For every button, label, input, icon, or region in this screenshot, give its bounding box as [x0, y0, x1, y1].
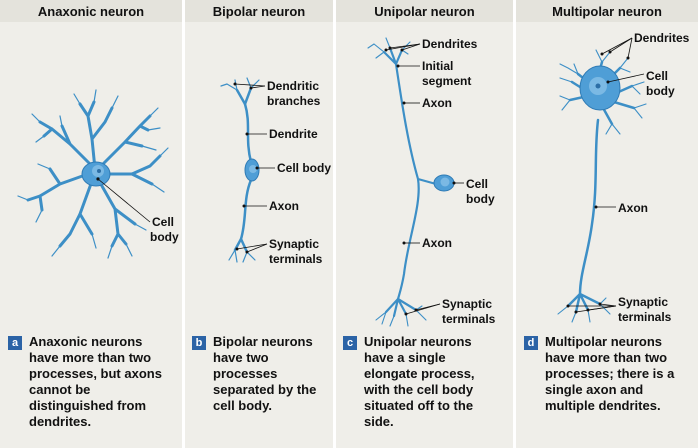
unipolar-processes: [382, 46, 438, 318]
panel-bipolar: Bipolar neuron: [185, 0, 333, 448]
axon-label: Axon: [269, 199, 299, 213]
axon-label: Axon: [618, 201, 648, 215]
synaptic-terminals-label-line2: terminals: [442, 312, 496, 326]
dendrites-label: Dendrites: [634, 31, 690, 45]
cell-body-label: Cell body: [277, 161, 331, 175]
multipolar-fine-branches: [557, 49, 647, 323]
unipolar-leader-dots: [384, 46, 456, 316]
panel-badge: c: [343, 336, 357, 350]
unipolar-neuron-illustration: Dendrites Initial segment Axon Cell body…: [367, 37, 496, 327]
axon-lower-label: Axon: [422, 236, 452, 250]
panel-badge: a: [8, 336, 22, 350]
cell-body-label-line2: body: [150, 230, 179, 244]
caption-text: Anaxonic neurons have more than two proc…: [29, 334, 162, 429]
synaptic-terminals-label-line2: terminals: [269, 252, 323, 266]
synaptic-terminals-label-line1: Synaptic: [269, 237, 319, 251]
cell-body-label-line2: body: [466, 192, 495, 206]
synaptic-terminals-label-line1: Synaptic: [442, 297, 492, 311]
panel-unipolar: Unipolar neuron: [336, 0, 513, 448]
multipolar-neuron-illustration: Dendrites Cell body Axon Synaptic termin…: [557, 31, 690, 324]
unipolar-leader-lines: [385, 43, 464, 315]
multipolar-leader-dots: [566, 50, 630, 314]
caption-block: d Multipolar neurons have more than two …: [524, 334, 674, 414]
anaxonic-fine-branches: [17, 89, 169, 259]
panel-multipolar: Multipolar neuron: [516, 0, 698, 448]
cell-body-label-line1: Cell: [466, 177, 488, 191]
nucleolus: [595, 83, 601, 89]
initial-segment-label-line2: segment: [422, 74, 471, 88]
dendritic-branches-label-line2: branches: [267, 94, 321, 108]
caption-block: a Anaxonic neurons have more than two pr…: [8, 334, 162, 430]
caption-text: Unipolar neurons have a single elongate …: [364, 334, 475, 429]
cell-body-label-line1: Cell: [152, 215, 174, 229]
multipolar-leader-lines: [568, 37, 645, 313]
anaxonic-processes: [26, 100, 162, 248]
bipolar-leader-lines: [234, 83, 275, 253]
panel-anaxonic: Anaxonic neuron Cell body a: [0, 0, 182, 448]
nucleus: [249, 165, 257, 173]
bipolar-leader-dots: [233, 82, 259, 254]
nucleus: [440, 177, 450, 187]
panel-badge: d: [524, 336, 538, 350]
bipolar-neuron-illustration: Dendritic branches Dendrite Cell body Ax…: [220, 77, 331, 266]
synaptic-terminals-label-line1: Synaptic: [618, 295, 668, 309]
cell-body-label-line1: Cell: [646, 69, 668, 83]
panel-title: Multipolar neuron: [516, 0, 698, 22]
caption-block: b Bipolar neurons have two processes sep…: [192, 334, 316, 414]
cell-body-leader: [97, 178, 151, 223]
dendritic-branches-label-line1: Dendritic: [267, 79, 319, 93]
synaptic-terminals-label-line2: terminals: [618, 310, 672, 324]
leader-dot: [96, 177, 100, 181]
panel-title: Anaxonic neuron: [0, 0, 182, 22]
dendrites-label: Dendrites: [422, 37, 478, 51]
caption-text: Bipolar neurons have two processes separ…: [213, 334, 317, 413]
anaxonic-neuron-illustration: Cell body: [17, 89, 179, 259]
initial-segment-label-line1: Initial: [422, 59, 453, 73]
axon-upper-label: Axon: [422, 96, 452, 110]
nucleolus: [97, 169, 101, 173]
dendrite-label: Dendrite: [269, 127, 318, 141]
panel-badge: b: [192, 336, 206, 350]
caption-block: c Unipolar neurons have a single elongat…: [343, 334, 475, 430]
panel-title: Unipolar neuron: [336, 0, 513, 22]
panel-title: Bipolar neuron: [185, 0, 333, 22]
cell-body-label-line2: body: [646, 84, 675, 98]
bipolar-processes: [233, 86, 253, 254]
caption-text: Multipolar neurons have more than two pr…: [545, 334, 675, 413]
